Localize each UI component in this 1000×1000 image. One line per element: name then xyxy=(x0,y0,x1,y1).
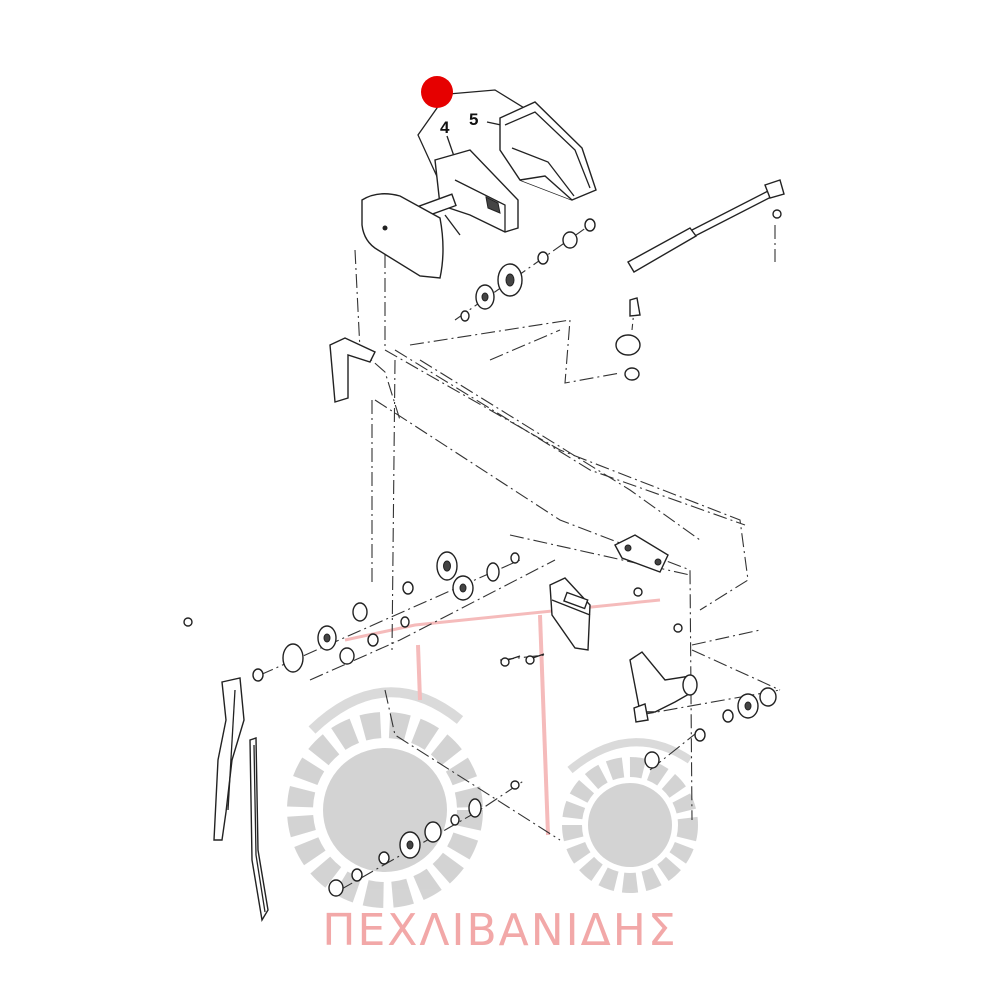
part-5-cover xyxy=(499,101,597,201)
mid-hardware xyxy=(183,551,520,682)
watermark-logo xyxy=(287,598,698,908)
lower-hardware xyxy=(328,780,520,897)
spacer-block xyxy=(614,534,669,573)
door-handle-lever xyxy=(629,651,698,723)
position-marker xyxy=(421,76,453,108)
right-lower-hardware xyxy=(644,687,777,769)
upper-hardware xyxy=(460,218,596,322)
hinge xyxy=(549,577,591,651)
watermark-cab-post xyxy=(538,614,550,836)
wiper-blade xyxy=(249,737,269,922)
watermark-front-fender xyxy=(567,738,693,774)
watermark-fender xyxy=(308,687,464,734)
wiper-arm xyxy=(213,677,245,841)
bolts xyxy=(500,587,683,667)
ball-stud xyxy=(615,297,641,381)
callout-5: 5 xyxy=(469,110,479,129)
allen-key-handle xyxy=(329,337,376,403)
gas-strut xyxy=(627,179,785,273)
watermark-text: ΠΕΧΛΙΒΑΝΙΔΗΣ xyxy=(322,905,678,956)
mirror-plate xyxy=(361,193,444,279)
watermark-rear-wheel xyxy=(287,712,483,908)
watermark-cab-post xyxy=(416,644,422,701)
phantom-outline-cab xyxy=(354,230,781,841)
mirror-plate-hole xyxy=(382,225,388,231)
callout-4: 4 xyxy=(440,118,450,137)
watermark-front-wheel xyxy=(562,757,698,893)
